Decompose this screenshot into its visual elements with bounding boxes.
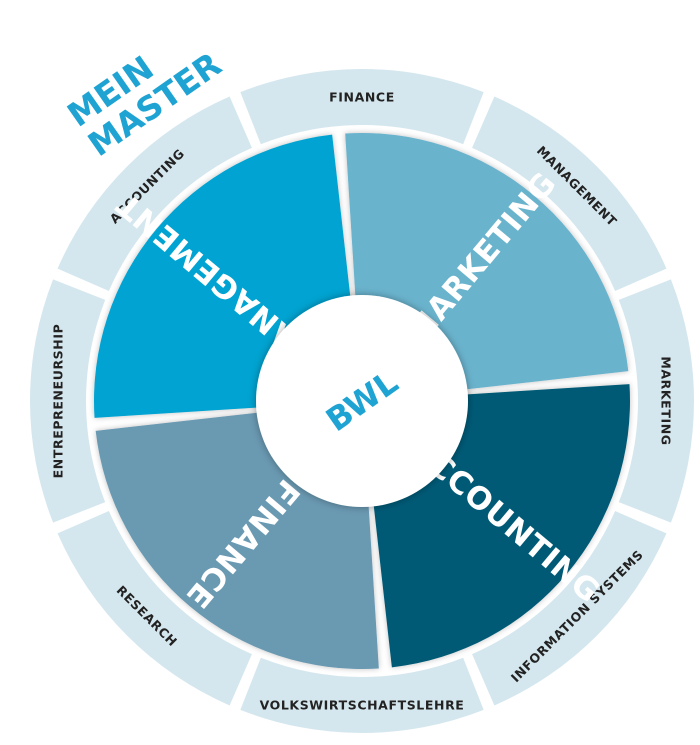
outer-segment [618, 279, 694, 523]
outer-segment-label: MARKETING [659, 356, 674, 445]
inner-segment [95, 412, 379, 670]
outer-segment [57, 511, 252, 706]
center-disc [256, 295, 468, 507]
outer-segment [472, 511, 667, 706]
outer-segment [240, 657, 484, 733]
outer-segment [240, 68, 484, 145]
outer-segment [472, 96, 667, 291]
inner-segment [345, 133, 629, 390]
outer-segment-label: VOLKSWIRTSCHAFTSLEHRE [260, 698, 465, 713]
outer-segment [57, 96, 252, 291]
outer-segment-label: ENTREPRENEURSHIP [51, 324, 66, 479]
outer-segment [30, 279, 106, 523]
outer-segment-label: FINANCE [329, 90, 395, 105]
inner-segment [94, 134, 351, 418]
inner-segment [373, 384, 630, 668]
